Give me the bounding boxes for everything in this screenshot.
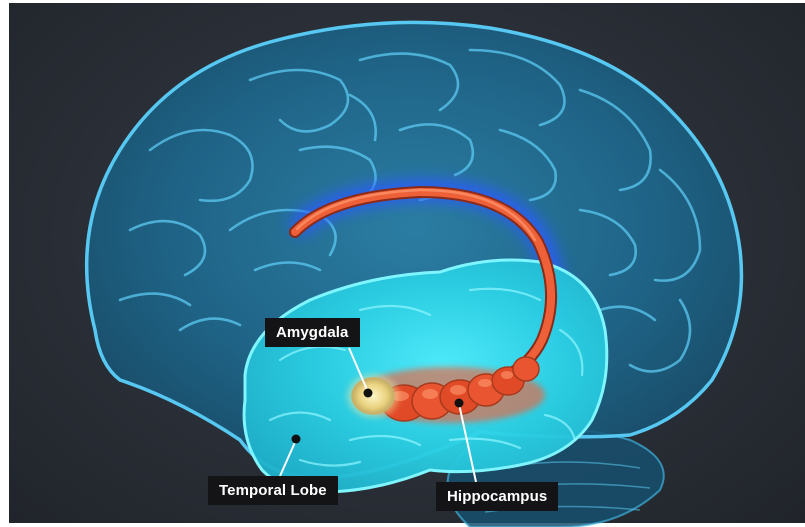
hippocampus-label: Hippocampus <box>436 482 558 511</box>
amygdala-marker <box>364 389 373 398</box>
amygdala <box>347 374 399 418</box>
temporal-lobe-marker <box>292 435 301 444</box>
hippocampus-marker <box>455 399 464 408</box>
temporal-lobe-label: Temporal Lobe <box>208 476 338 505</box>
amygdala-label: Amygdala <box>265 318 360 347</box>
